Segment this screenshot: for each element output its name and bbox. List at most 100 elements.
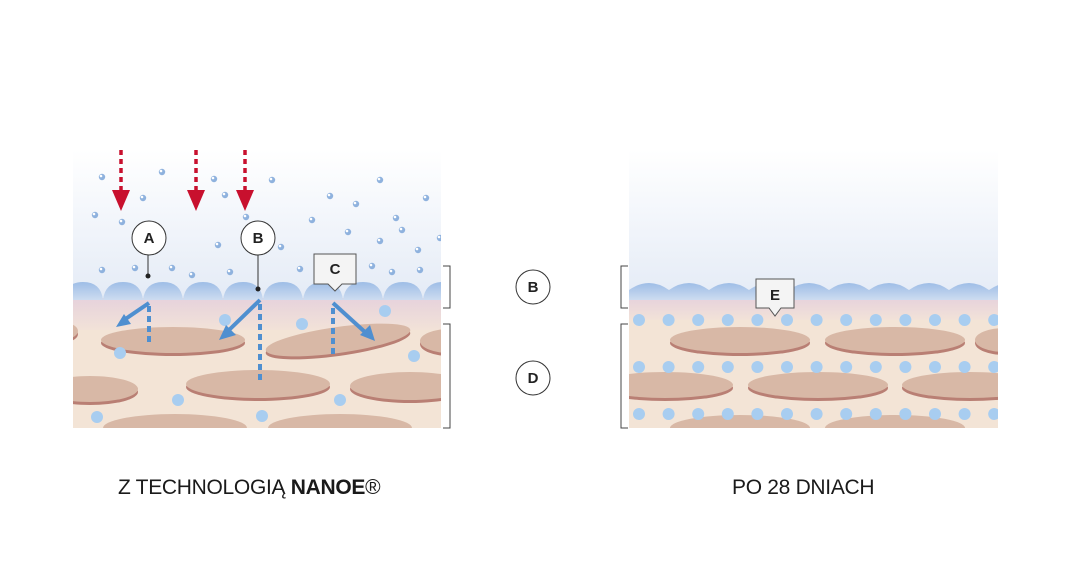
nanoe-particle: [98, 266, 106, 274]
layer-brackets-left: [443, 265, 451, 429]
nanoe-particle: [91, 211, 99, 219]
stratum-corneum-right: [629, 283, 998, 300]
label-c: C: [330, 261, 341, 278]
water-dot: [869, 314, 882, 326]
particle-highlight: [393, 215, 397, 219]
blue-arrow-a: [116, 301, 151, 342]
particle-highlight: [417, 267, 421, 271]
red-arrow-3: [236, 150, 254, 211]
water-dot: [692, 314, 705, 326]
callout-c: C: [313, 253, 357, 292]
water-dot: [781, 361, 793, 373]
nanoe-particle: [388, 268, 396, 276]
particle-highlight: [423, 195, 427, 199]
label-b-left: B: [253, 230, 264, 247]
water-dot: [721, 408, 734, 420]
nanoe-particle: [344, 228, 352, 236]
particle-highlight: [159, 169, 163, 173]
moisture-arrows: [116, 298, 375, 380]
nanoe-particle: [376, 237, 384, 245]
nanoe-particle: [98, 173, 106, 181]
particle-highlight: [415, 247, 419, 251]
layer-brackets-right: [620, 265, 628, 429]
water-dot: [633, 408, 645, 420]
caption-after-28-days: PO 28 DNIACH: [732, 476, 875, 499]
caption-left-suffix: ®: [365, 476, 381, 499]
nanoe-particle: [416, 266, 424, 274]
callout-a: A: [131, 220, 167, 279]
red-arrow-2: [187, 150, 205, 211]
label-d: D: [528, 370, 539, 387]
water-dot: [958, 408, 971, 420]
nanoe-particle: [277, 243, 285, 251]
water-dot: [633, 314, 645, 326]
nanoe-particle: [210, 175, 218, 183]
particle-highlight: [399, 227, 403, 231]
water-dot: [988, 361, 998, 373]
nanoe-particle: [168, 264, 176, 272]
water-dot: [751, 361, 764, 373]
water-dot: [899, 361, 912, 373]
particle-highlight: [377, 177, 381, 181]
right-panel: [629, 150, 998, 428]
particle-highlight: [278, 244, 282, 248]
particle-highlight: [169, 265, 173, 269]
particle-highlight: [189, 272, 193, 276]
nanoe-particle: [308, 216, 316, 224]
particle-highlight: [222, 192, 226, 196]
water-dot: [899, 408, 912, 420]
particle-highlight: [269, 177, 273, 181]
blue-arrow-c: [331, 301, 375, 354]
water-dot: [751, 408, 764, 420]
nanoe-particles: [91, 168, 441, 279]
particle-highlight: [369, 263, 373, 267]
water-dots-left-tissue: [91, 305, 420, 423]
water-dot: [781, 314, 793, 326]
particle-highlight: [99, 267, 103, 271]
stratum-band: [629, 283, 998, 300]
caption-with-nanoe: Z TECHNOLOGIĄ NANOE®: [118, 476, 381, 500]
water-dot: [781, 408, 793, 420]
water-dot: [869, 408, 882, 420]
water-dot: [869, 361, 882, 373]
water-dot: [751, 314, 764, 326]
particle-highlight: [119, 219, 123, 223]
water-dot: [810, 408, 823, 420]
nanoe-particle: [392, 214, 400, 222]
particle-highlight: [437, 235, 441, 239]
water-dot: [958, 314, 971, 326]
water-dot: [929, 314, 941, 326]
particle-highlight: [132, 265, 136, 269]
nanoe-particle: [242, 213, 250, 221]
nanoe-particle: [436, 234, 441, 242]
blue-arrow-b: [219, 298, 262, 380]
nanoe-particle: [376, 176, 384, 184]
callout-d: D: [515, 360, 551, 396]
nanoe-particle: [398, 226, 406, 234]
caption-left-brand: NANOE: [290, 476, 366, 499]
particle-highlight: [353, 201, 357, 205]
water-dot: [692, 408, 705, 420]
nanoe-particle: [188, 271, 196, 279]
label-b-middle: B: [528, 279, 539, 296]
particle-highlight: [211, 176, 215, 180]
water-dot: [721, 314, 734, 326]
particle-highlight: [297, 266, 301, 270]
nanoe-particle: [422, 194, 430, 202]
water-dot: [810, 361, 823, 373]
particle-highlight: [345, 229, 349, 233]
red-arrow-1: [112, 150, 130, 211]
particle-highlight: [309, 217, 313, 221]
nanoe-particle: [131, 264, 139, 272]
nanoe-particle: [118, 218, 126, 226]
callout-b-middle: B: [515, 269, 551, 305]
nanoe-particle: [326, 192, 334, 200]
water-dot: [692, 361, 705, 373]
nanoe-particle: [352, 200, 360, 208]
water-dot: [840, 314, 853, 326]
water-dot: [840, 361, 853, 373]
water-dot: [840, 408, 853, 420]
particle-highlight: [227, 269, 231, 273]
water-dot: [810, 314, 823, 326]
